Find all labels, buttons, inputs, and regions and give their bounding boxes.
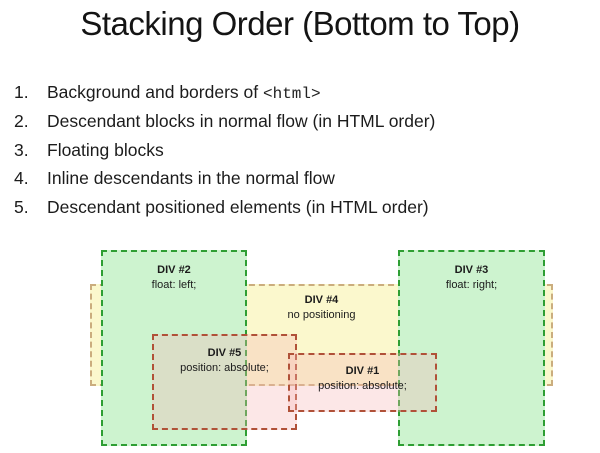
list-item-text: Background and borders of <html> <box>47 82 592 103</box>
div4-no-positioning-box: DIV #4 no positioning <box>90 284 553 386</box>
list-item-number: 4. <box>14 168 29 189</box>
div3-float-right-box: DIV #3 float: right; <box>398 250 545 446</box>
list-item-text: Floating blocks <box>47 139 164 160</box>
list-item-number: 1. <box>14 82 29 102</box>
list-item: 1. Background and borders of <html> <box>14 82 592 111</box>
div2-style: float: left; <box>151 278 197 291</box>
list-item-number: 3. <box>14 139 29 160</box>
list-item-text-run: Background and borders of <box>47 82 263 102</box>
div3-style: float: right; <box>445 278 498 291</box>
list-item-number: 2. <box>14 110 29 131</box>
list-item: 4. Inline descendants in the normal flow <box>14 168 592 197</box>
list-item: 2. Descendant blocks in normal flow (in … <box>14 111 592 140</box>
div5-label: DIV #5 <box>207 347 242 359</box>
div5-style: position: absolute; <box>180 361 269 374</box>
div1-absolute-box: DIV #1 position: absolute; <box>288 353 437 412</box>
stacking-order-list: 1. Background and borders of <html> 2. D… <box>14 82 592 226</box>
div4-style: no positioning <box>287 308 356 321</box>
div2-float-left-box: DIV #2 float: left; <box>101 250 247 446</box>
list-item-text: Inline descendants in the normal flow <box>47 168 335 189</box>
list-item: 5. Descendant positioned elements (in HT… <box>14 197 592 226</box>
div2-label: DIV #2 <box>157 264 191 276</box>
list-item: 3. Floating blocks <box>14 140 592 169</box>
div5-absolute-box: DIV #5 position: absolute; <box>152 334 297 430</box>
div1-label: DIV #1 <box>345 365 380 377</box>
slide-title: Stacking Order (Bottom to Top) <box>80 5 520 42</box>
html-tag-code: <html> <box>262 85 321 103</box>
list-item-text: Descendant positioned elements (in HTML … <box>47 197 429 218</box>
div3-label: DIV #3 <box>454 264 489 276</box>
div1-style: position: absolute; <box>318 379 407 392</box>
div4-label: DIV #4 <box>304 294 339 306</box>
list-item-text: Descendant blocks in normal flow (in HTM… <box>47 110 436 131</box>
list-item-number: 5. <box>14 197 29 218</box>
